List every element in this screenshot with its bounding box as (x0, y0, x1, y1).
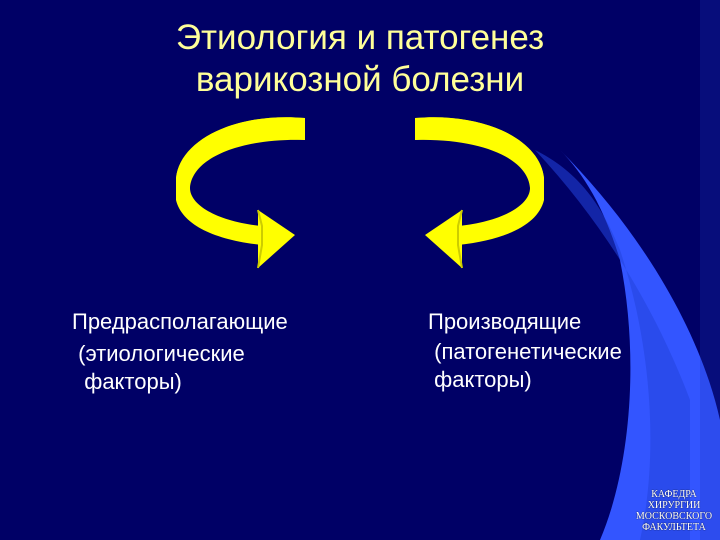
footer-line1: КАФЕДРА (628, 489, 720, 500)
left-label-line2: (этиологические (72, 340, 245, 368)
left-label-line3: факторы) (72, 368, 182, 396)
footer-line2: ХИРУРГИИ (628, 500, 720, 511)
footer-line4: ФАКУЛЬТЕТА (628, 522, 720, 533)
left-label-line1: Предрасполагающие (72, 308, 288, 336)
footer-line3: МОСКОВСКОГО (628, 511, 720, 522)
right-label-line3: факторы) (428, 366, 532, 394)
footer-department: КАФЕДРА ХИРУРГИИ МОСКОВСКОГО ФАКУЛЬТЕТА (628, 489, 720, 533)
right-label-line1: Производящие (428, 308, 581, 336)
right-label-line2: (патогенетические (428, 338, 622, 366)
